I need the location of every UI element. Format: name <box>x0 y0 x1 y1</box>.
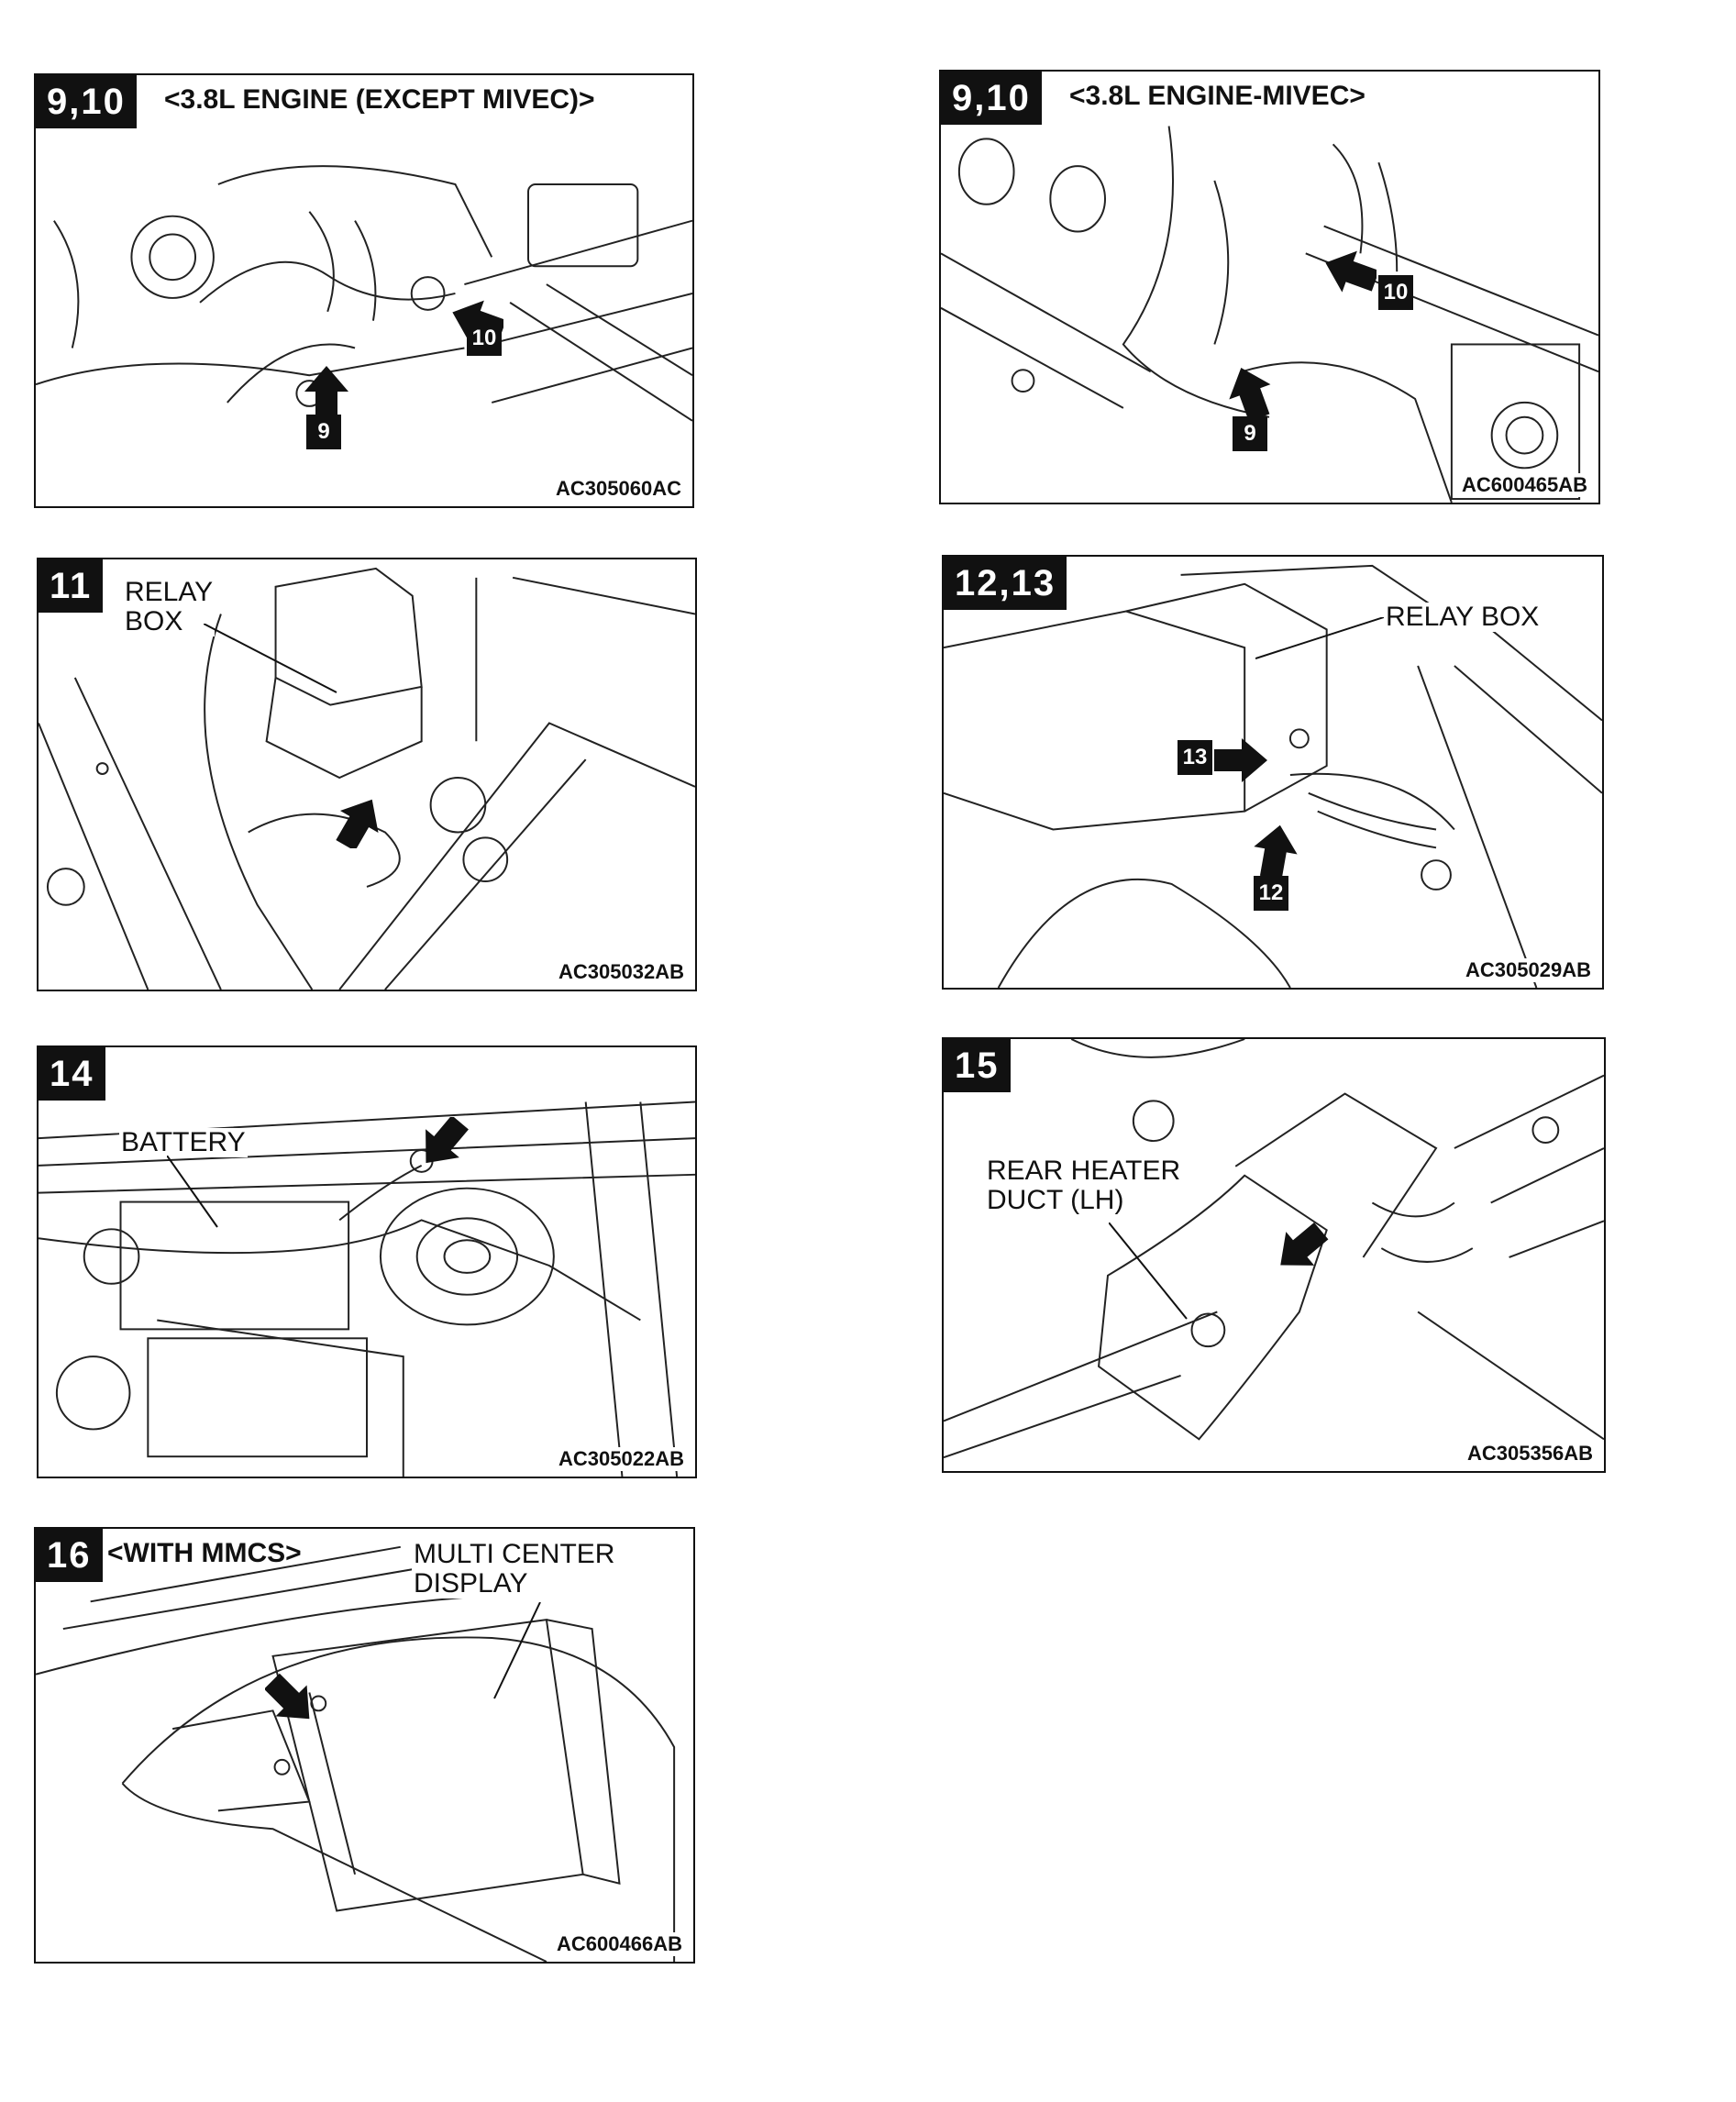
callout-9: 9 <box>306 415 341 449</box>
callout-12: 12 <box>1254 876 1288 911</box>
arrow-icon <box>336 799 379 848</box>
figure-code: AC305032AB <box>557 960 686 984</box>
figure-code: AC305060AC <box>554 477 683 501</box>
illustration-panel-9-10-except-mivec: 9,10 <3.8L ENGINE (EXCEPT MIVEC)> 10 9 A… <box>34 73 694 508</box>
arrow-icon <box>1229 368 1271 420</box>
rear-heater-duct-label: REAR HEATER DUCT (LH) <box>985 1156 1183 1215</box>
battery-illustration <box>39 1101 695 1477</box>
engine-illustration <box>941 126 1598 503</box>
figure-code: AC305022AB <box>557 1447 686 1471</box>
figure-code: AC600465AB <box>1460 473 1589 497</box>
relay-box-illustration <box>39 567 695 990</box>
arrow-icon <box>426 1117 469 1164</box>
arrow-icon <box>1280 1222 1329 1266</box>
arrow-icon <box>265 1673 310 1720</box>
illustration-panel-15: 15 REAR HEATER DUCT (LH) AC305356AB <box>942 1037 1606 1473</box>
leader-line <box>167 1156 218 1228</box>
illustration-panel-16: 16 <WITH MMCS> MULTI CENTER DISPLAY AC60… <box>34 1527 695 1964</box>
equipment-variant-heading: <WITH MMCS> <box>107 1538 302 1568</box>
callout-9: 9 <box>1233 416 1267 451</box>
step-number-badge: 12,13 <box>944 557 1067 610</box>
arrow-icon <box>1214 738 1267 782</box>
battery-label: BATTERY <box>119 1127 248 1157</box>
arrow-icon <box>1254 824 1298 878</box>
multi-center-display-label: MULTI CENTER DISPLAY <box>412 1539 617 1599</box>
leader-line <box>1109 1222 1188 1320</box>
illustration-panel-9-10-mivec: 9,10 <3.8L ENGINE-MIVEC> 10 9 AC600465AB <box>939 70 1600 504</box>
relay-box-label: RELAY BOX <box>1384 602 1542 632</box>
illustration-panel-14: 14 BATTERY AC305022AB <box>37 1045 697 1478</box>
rear-heater-duct-illustration <box>944 1039 1604 1459</box>
engine-variant-heading: <3.8L ENGINE-MIVEC> <box>1069 81 1366 111</box>
illustration-panel-11: 11 RELAY BOX AC305032AB <box>37 558 697 991</box>
step-number-badge: 9,10 <box>941 72 1042 125</box>
arrow-icon <box>304 366 348 419</box>
arrow-icon <box>1325 250 1377 293</box>
figure-code: AC305356AB <box>1465 1442 1595 1466</box>
callout-10: 10 <box>1378 275 1413 310</box>
step-number-badge: 9,10 <box>36 75 137 128</box>
relay-box-label: RELAY BOX <box>123 577 216 636</box>
engine-illustration <box>36 165 692 422</box>
figure-code: AC305029AB <box>1464 958 1593 982</box>
leader-line <box>493 1602 541 1699</box>
figure-code: AC600466AB <box>555 1932 684 1956</box>
leader-line <box>204 624 337 693</box>
step-number-badge: 16 <box>36 1529 103 1582</box>
callout-10: 10 <box>467 321 502 356</box>
step-number-badge: 11 <box>39 559 104 613</box>
leader-line <box>1255 617 1384 659</box>
step-number-badge: 15 <box>944 1039 1011 1092</box>
multi-center-display-illustration <box>36 1545 676 1962</box>
relay-box-illustration <box>944 564 1602 988</box>
callout-13: 13 <box>1178 740 1212 775</box>
step-number-badge: 14 <box>39 1047 105 1101</box>
illustration-panel-12-13: 12,13 RELAY BOX 13 12 AC305029AB <box>942 555 1604 990</box>
engine-variant-heading: <3.8L ENGINE (EXCEPT MIVEC)> <box>164 84 595 115</box>
